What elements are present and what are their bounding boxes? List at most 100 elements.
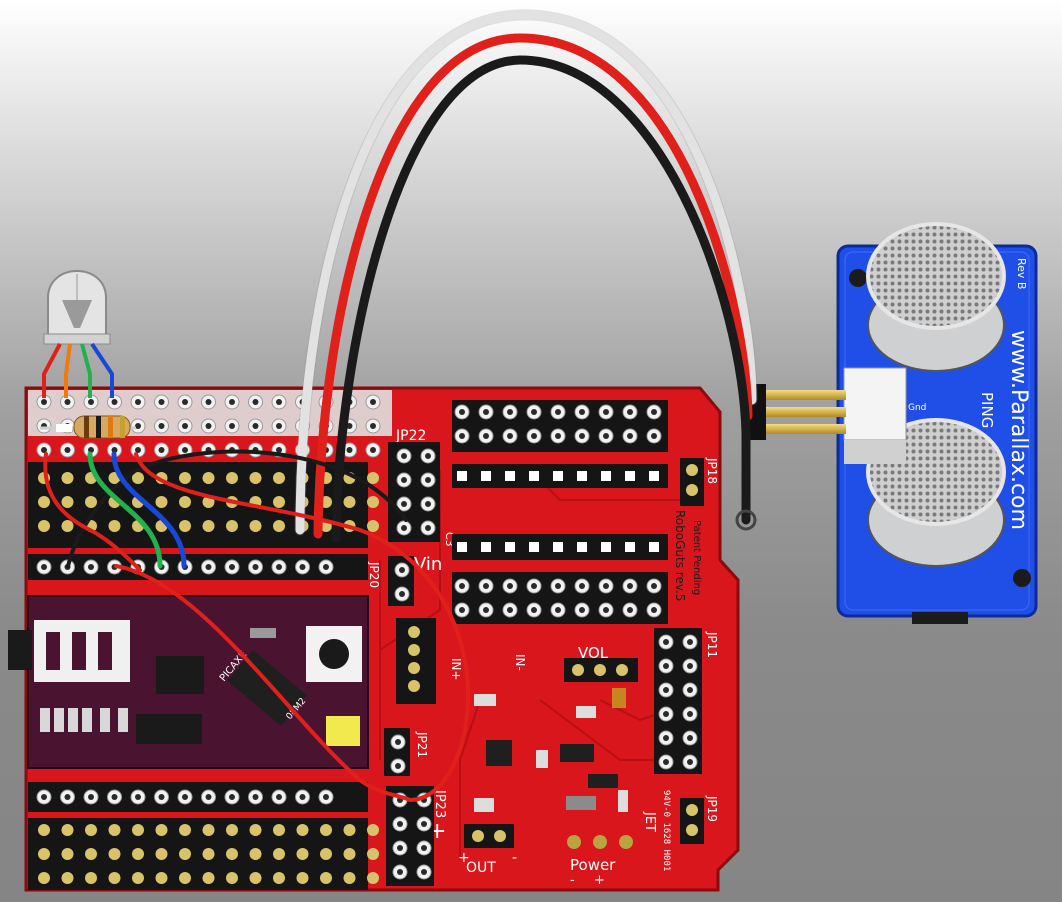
jumper-black-1 [136, 449, 408, 522]
header-pad [249, 872, 262, 884]
header-pad [416, 816, 432, 832]
header-pad [420, 472, 436, 488]
header-pad [574, 602, 590, 618]
header-pad [107, 394, 122, 410]
header-pad [365, 394, 381, 410]
sensor-pins [744, 384, 846, 440]
header-pad [108, 520, 121, 532]
header-pad [365, 442, 381, 458]
header-pad [201, 394, 216, 410]
header-pad [454, 428, 470, 444]
header-pad [550, 602, 566, 618]
header-pad [396, 448, 412, 464]
header-pad [622, 404, 638, 420]
header-pad [457, 471, 467, 481]
header-pad [224, 418, 240, 434]
header-pad [457, 542, 467, 552]
sensor-url: www.Parallax.com [1006, 330, 1031, 530]
header-pad [646, 404, 662, 420]
header-pad [61, 848, 74, 860]
header-pad [177, 394, 193, 410]
header-pad [154, 394, 169, 410]
header-pad [154, 442, 169, 458]
header-pad [529, 542, 539, 552]
header-pad [248, 789, 263, 805]
header-pad [273, 848, 285, 860]
header-pad [686, 464, 698, 476]
header-pad [249, 848, 262, 860]
header-pad [408, 644, 420, 656]
brand-label: JET [642, 811, 657, 832]
header-pad [481, 542, 491, 552]
header-pad [271, 789, 287, 805]
header-pad [343, 848, 356, 860]
header-pad [108, 848, 121, 860]
header-pad [598, 602, 614, 618]
header-pad [598, 578, 614, 594]
header-pad [526, 578, 542, 594]
header-pad [85, 872, 97, 884]
header-pad [224, 559, 240, 575]
header-pad [649, 542, 659, 552]
header-pad [226, 872, 238, 884]
header-pad [295, 559, 310, 575]
header-pad [83, 789, 99, 805]
header-pad [38, 520, 50, 532]
header-pad [478, 578, 494, 594]
header-pad [526, 404, 542, 420]
transducer-bottom [866, 418, 1006, 567]
header-pad [601, 542, 611, 552]
header-pad [420, 448, 436, 464]
header-pad [416, 864, 432, 880]
header-pad [318, 559, 334, 575]
header-pad [224, 394, 240, 410]
header-pad [625, 542, 635, 552]
transducer-top [866, 222, 1006, 372]
header-pad [502, 404, 518, 420]
header-pad [249, 824, 262, 836]
jp19-label: JP19 [705, 795, 719, 822]
sensor-pin-label: PING [978, 392, 996, 428]
header-pad [61, 496, 74, 508]
header-pad [132, 824, 144, 836]
header-pad [179, 824, 191, 836]
header-pad [154, 418, 169, 434]
header-pad [598, 428, 614, 444]
header-pad [179, 496, 191, 508]
jp23-label: JP23 [432, 789, 447, 818]
header-pad [682, 658, 698, 674]
header-pad [201, 789, 216, 805]
ultrasonic-sensor-icon: Rev B www.Parallax.com PING Gnd [836, 222, 1038, 624]
wires [43, 9, 758, 802]
header-pad [367, 520, 379, 532]
header-pad [202, 872, 215, 884]
header-pad [155, 872, 168, 884]
header-pad [154, 789, 169, 805]
header-pad [502, 428, 518, 444]
header-pad [177, 418, 193, 434]
header-pad [38, 824, 50, 836]
header-pad [526, 428, 542, 444]
power-label: Power [570, 856, 616, 874]
header-pad [36, 559, 52, 575]
power-wire [313, 33, 753, 539]
header-pad [132, 848, 144, 860]
header-pad [155, 824, 168, 836]
header-pad [273, 472, 285, 484]
header-pad [367, 496, 379, 508]
header-pad [416, 840, 432, 856]
power-minus-label: - [570, 873, 575, 888]
header-pad [296, 872, 309, 884]
in-minus-label: IN- [513, 654, 527, 671]
header-pad [396, 496, 412, 512]
header-pad [83, 394, 99, 410]
header-pad [61, 872, 74, 884]
header-pad [60, 442, 75, 458]
header-pad [224, 789, 240, 805]
header-pad [36, 418, 52, 434]
header-pad [202, 496, 215, 508]
header-pad [616, 664, 628, 676]
resistor-icon [40, 415, 136, 439]
header-pad [622, 578, 638, 594]
